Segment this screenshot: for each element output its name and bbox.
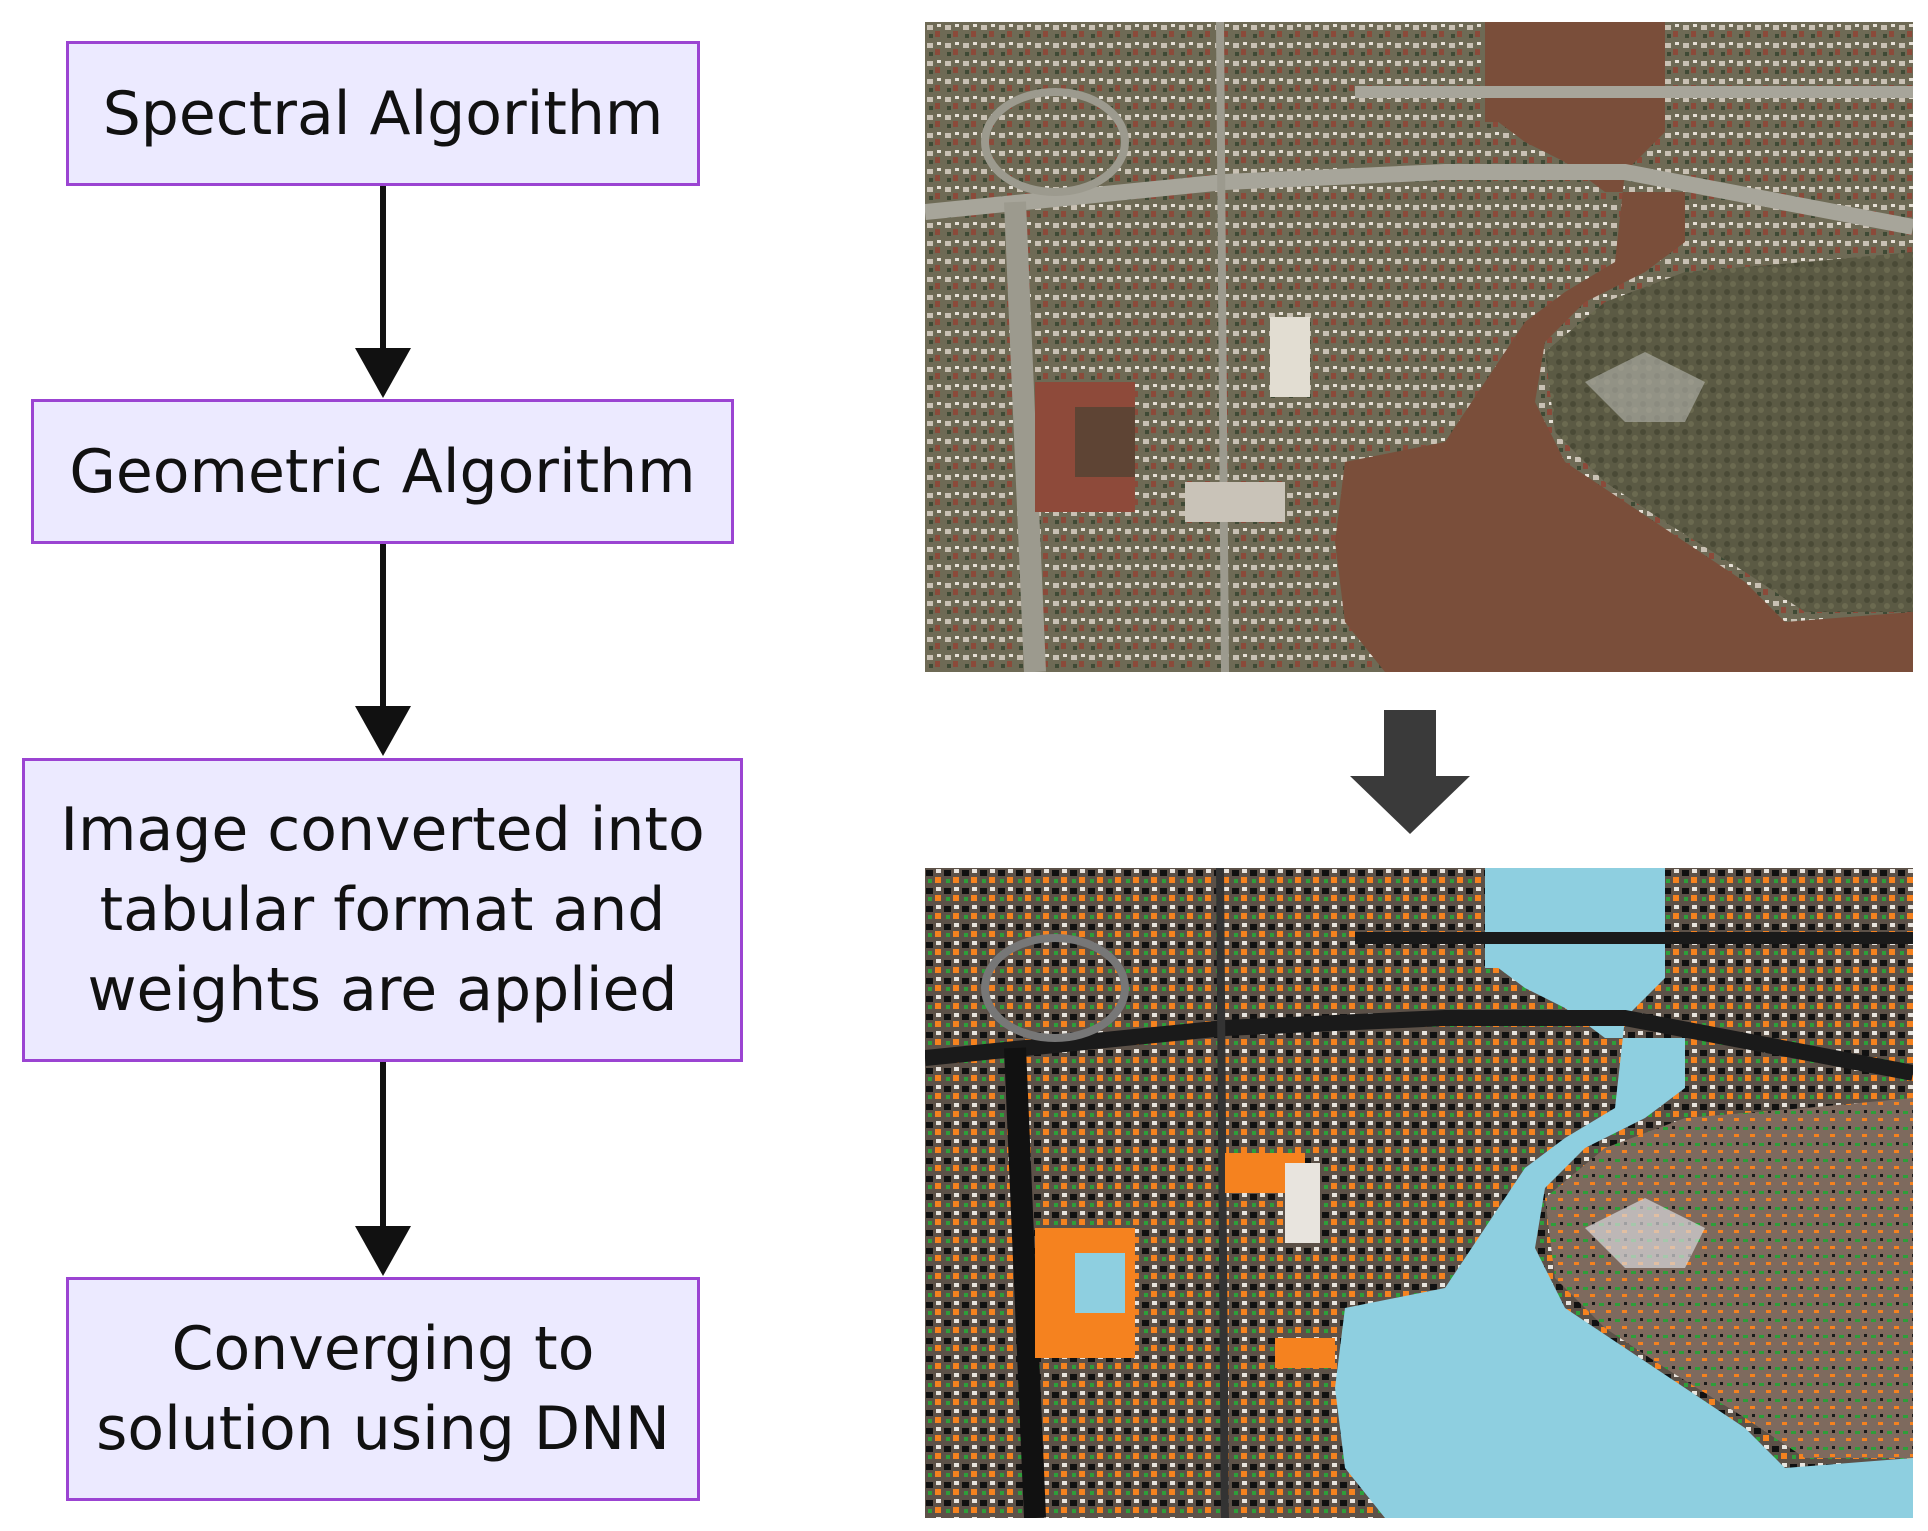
step-spectral-algorithm: Spectral Algorithm bbox=[66, 41, 700, 186]
step-geometric-algorithm: Geometric Algorithm bbox=[31, 399, 734, 544]
satellite-image-graphic bbox=[925, 22, 1913, 672]
classified-image bbox=[925, 868, 1913, 1518]
arrowhead-3-4 bbox=[355, 1226, 411, 1276]
down-arrow-icon bbox=[1350, 710, 1470, 834]
arrowhead-2-3 bbox=[355, 706, 411, 756]
step-tabular-conversion: Image converted into tabular format and … bbox=[22, 758, 743, 1062]
step-line: Converging to bbox=[171, 1314, 595, 1384]
step-line: solution using DNN bbox=[96, 1394, 670, 1464]
satellite-image bbox=[925, 22, 1913, 672]
step-line: weights are applied bbox=[87, 955, 678, 1025]
classified-image-graphic bbox=[925, 868, 1913, 1518]
step-line: tabular format and bbox=[99, 875, 666, 945]
step-label: Spectral Algorithm bbox=[102, 78, 664, 149]
step-line: Image converted into bbox=[60, 795, 705, 865]
step-label: Geometric Algorithm bbox=[69, 436, 696, 507]
arrowhead-1-2 bbox=[355, 348, 411, 398]
step-dnn-convergence: Converging to solution using DNN bbox=[66, 1277, 700, 1501]
